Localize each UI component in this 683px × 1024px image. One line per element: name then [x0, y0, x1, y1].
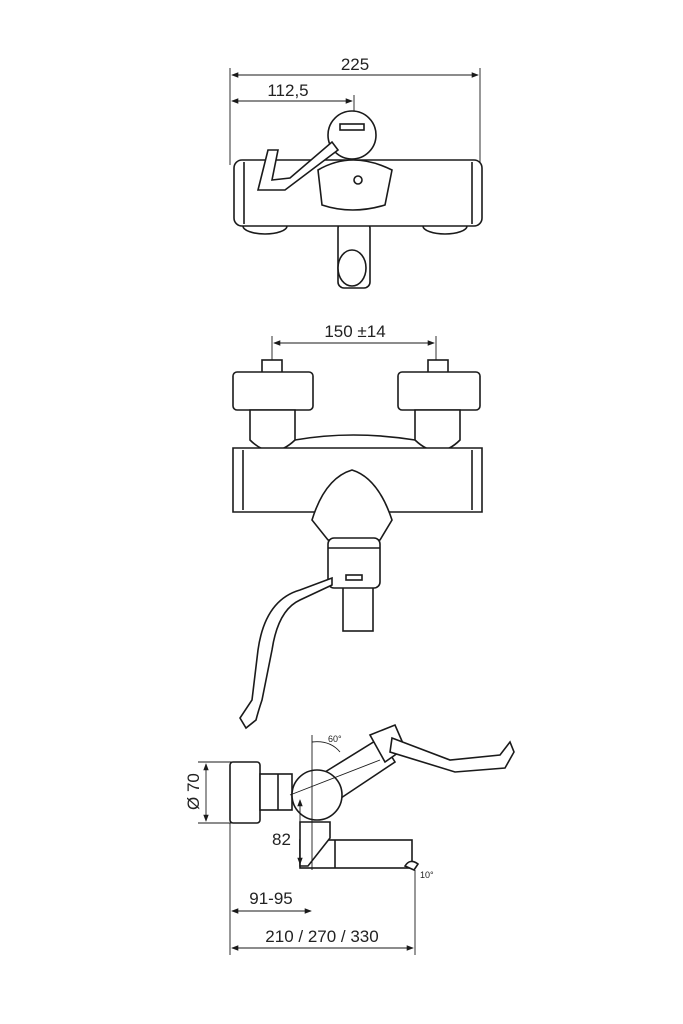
side-view: Ø 70 10° 60° 82 91-95 210 / 270 / 330 — [184, 723, 515, 955]
handle-hub — [327, 110, 377, 160]
right-cap — [397, 371, 481, 411]
lever-side — [389, 736, 515, 773]
front-view: 150 ±14 — [232, 322, 483, 730]
dim-overall-width: 225 — [341, 55, 369, 74]
dim-height-spout: 82 — [272, 830, 291, 849]
mixer-body — [291, 769, 343, 821]
lever-top — [256, 140, 340, 191]
lever-front — [239, 576, 333, 730]
dim-diameter: Ø 70 — [184, 773, 203, 810]
lever-angle: 60° — [328, 734, 342, 744]
cartridge — [327, 537, 381, 589]
top-view: 225 112,5 — [229, 55, 483, 289]
spout-front — [342, 584, 374, 632]
wall-flange — [229, 761, 261, 824]
dim-half-width: 112,5 — [267, 81, 308, 100]
dim-spout-lengths: 210 / 270 / 330 — [265, 927, 378, 946]
spout-angle: 10° — [420, 870, 434, 880]
dim-wall-distance: 91-95 — [249, 889, 292, 908]
dim-connection-spacing: 150 ±14 — [324, 322, 385, 341]
left-cap — [232, 371, 314, 411]
